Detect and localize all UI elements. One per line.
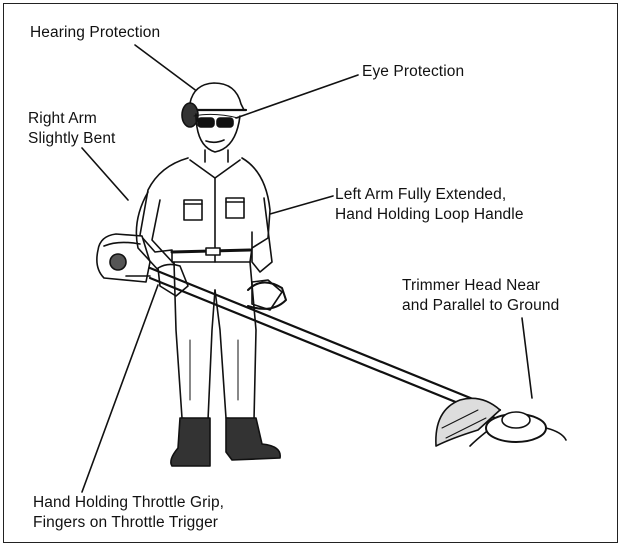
safety-glasses-right <box>217 118 233 127</box>
leader-right-arm <box>82 148 128 200</box>
chest-pocket-right <box>226 198 244 218</box>
chest-pocket-left <box>184 200 202 220</box>
right-arm <box>136 192 188 296</box>
trimmer-shaft <box>150 268 500 420</box>
label-throttle-grip: Hand Holding Throttle Grip, Fingers on T… <box>33 494 225 531</box>
label-left-arm: Left Arm Fully Extended, Hand Holding Lo… <box>335 186 524 223</box>
label-right-arm: Right Arm Slightly Bent <box>28 110 116 147</box>
label-hearing-protection: Hearing Protection <box>30 24 161 41</box>
leader-hearing <box>135 45 198 92</box>
label-trimmer-head: Trimmer Head Near and Parallel to Ground <box>402 277 560 314</box>
leader-eye <box>236 75 358 118</box>
leader-lines <box>82 45 532 492</box>
engine-unit <box>97 234 150 282</box>
leader-left-arm <box>270 196 333 214</box>
label-eye-protection: Eye Protection <box>362 63 465 80</box>
trimmer-head <box>436 398 566 446</box>
boots <box>171 418 280 466</box>
left-arm <box>248 198 286 310</box>
safety-glasses-left <box>198 118 214 127</box>
head <box>182 83 246 152</box>
leader-throttle <box>82 285 158 492</box>
leader-trimmer-head <box>522 318 532 398</box>
torso <box>140 158 270 262</box>
diagram-frame <box>3 3 618 543</box>
